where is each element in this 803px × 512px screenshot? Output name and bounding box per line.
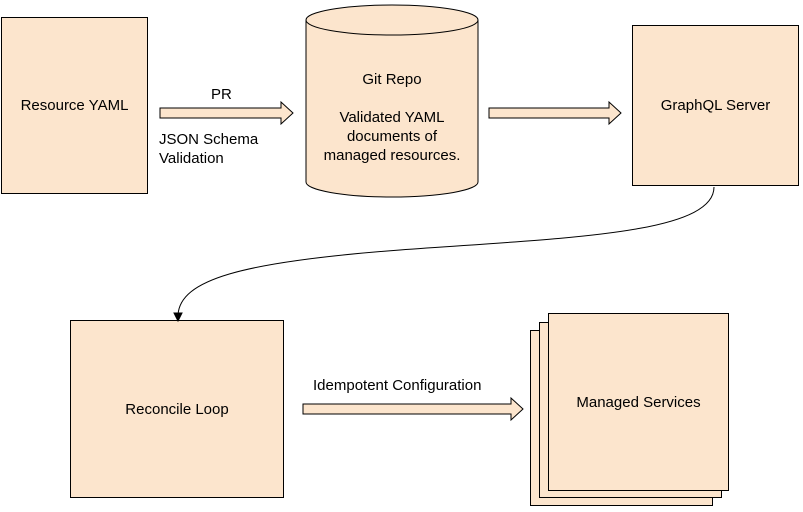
pr-arrow	[159, 100, 294, 126]
resource-yaml-label: Resource YAML	[20, 97, 129, 114]
managed-services-label: Managed Services	[576, 393, 701, 411]
git-repo-desc-line-2: documents of	[346, 128, 438, 145]
validation-label-line-1: JSON Schema	[159, 131, 259, 148]
git-repo-desc-line-3: managed resources.	[323, 147, 461, 164]
graphql-server-label: GraphQL Server	[660, 97, 771, 114]
resource-yaml-box: Resource YAML	[1, 17, 148, 194]
managed-services-box: Managed Services	[548, 313, 729, 491]
graphql-to-reconcile-curve	[177, 186, 715, 316]
reconcile-loop-box: Reconcile Loop	[70, 320, 284, 498]
idempotent-config-label: Idempotent Configuration	[313, 377, 482, 394]
graphql-server-box: GraphQL Server	[632, 25, 799, 186]
graphql-to-reconcile-arrowhead	[173, 312, 183, 323]
idempotent-config-arrow	[302, 396, 524, 422]
reconcile-loop-label: Reconcile Loop	[125, 400, 229, 418]
repo-to-graphql-arrow	[488, 100, 622, 126]
git-repo-desc-line-1: Validated YAML	[339, 109, 445, 126]
git-repo-title: Git Repo	[362, 71, 422, 88]
pr-label: PR	[211, 86, 232, 103]
validation-label-line-2: Validation	[159, 150, 224, 167]
